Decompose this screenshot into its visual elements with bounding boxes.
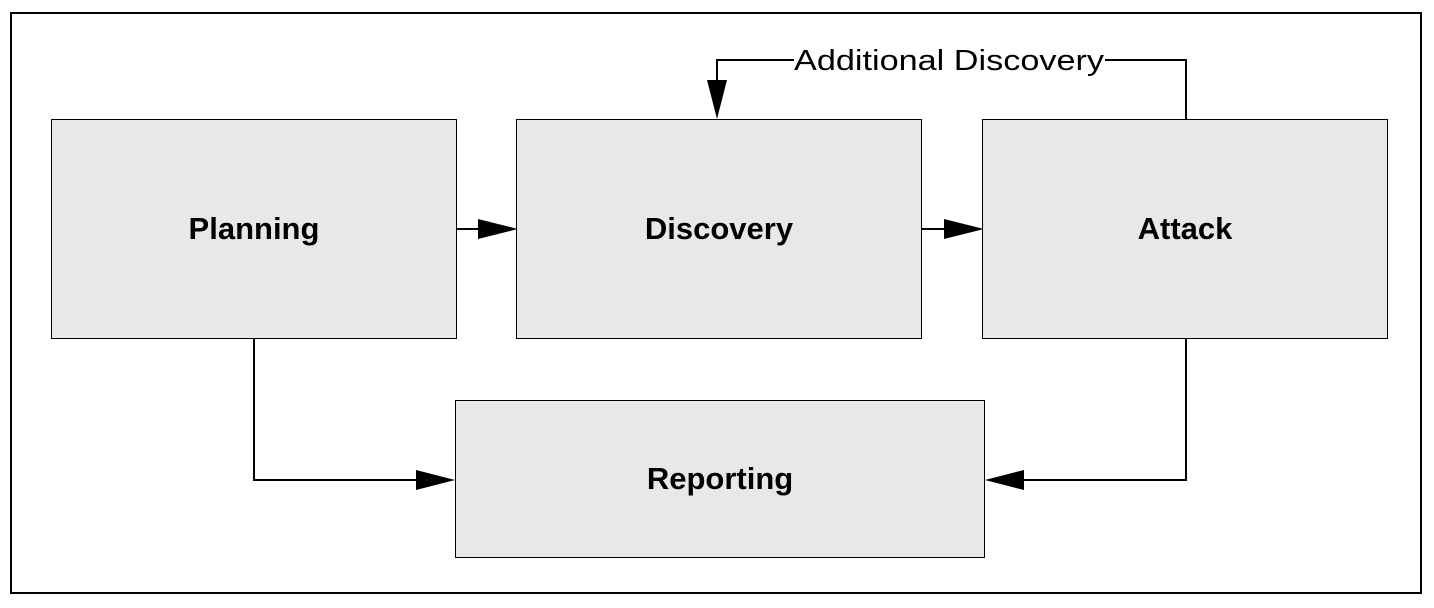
arrow-planning-to-discovery	[457, 219, 518, 239]
attack-label: Attack	[1137, 211, 1233, 246]
arrow-planning-to-reporting	[253, 339, 455, 490]
reporting-label: Reporting	[646, 461, 794, 496]
discovery-label: Discovery	[644, 211, 794, 246]
arrow-attack-to-reporting	[985, 339, 1187, 490]
planning-label: Planning	[188, 211, 320, 246]
discovery-box: Discovery	[516, 119, 922, 339]
arrow-discovery-to-attack	[922, 219, 984, 239]
feedback-label: Additional Discovery	[794, 45, 1105, 77]
arrow-attack-to-discovery-feedback	[707, 59, 1187, 119]
planning-box: Planning	[51, 119, 457, 339]
attack-box: Attack	[982, 119, 1388, 339]
reporting-box: Reporting	[455, 400, 985, 558]
